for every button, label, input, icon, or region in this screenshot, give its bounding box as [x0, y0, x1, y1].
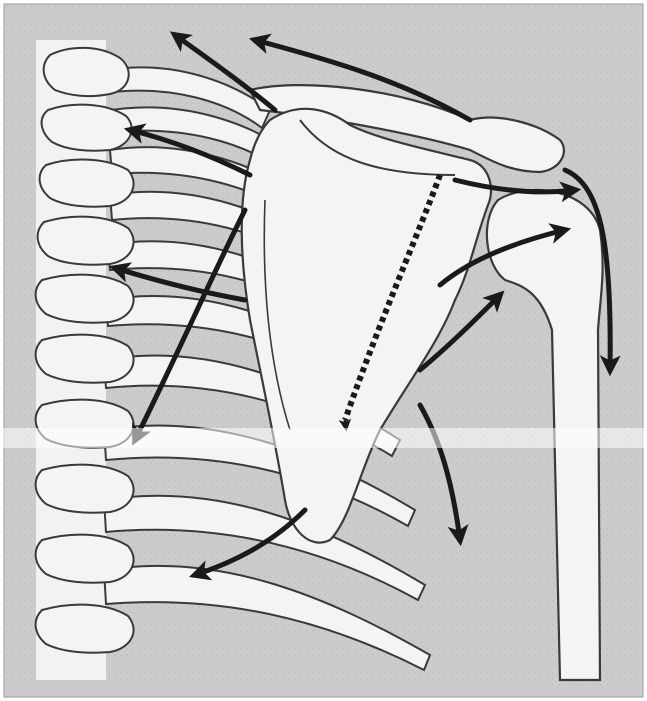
scan-seam: [0, 428, 647, 448]
thoracic-vertebrae: [36, 48, 134, 653]
axis-arrowhead: [345, 420, 346, 428]
